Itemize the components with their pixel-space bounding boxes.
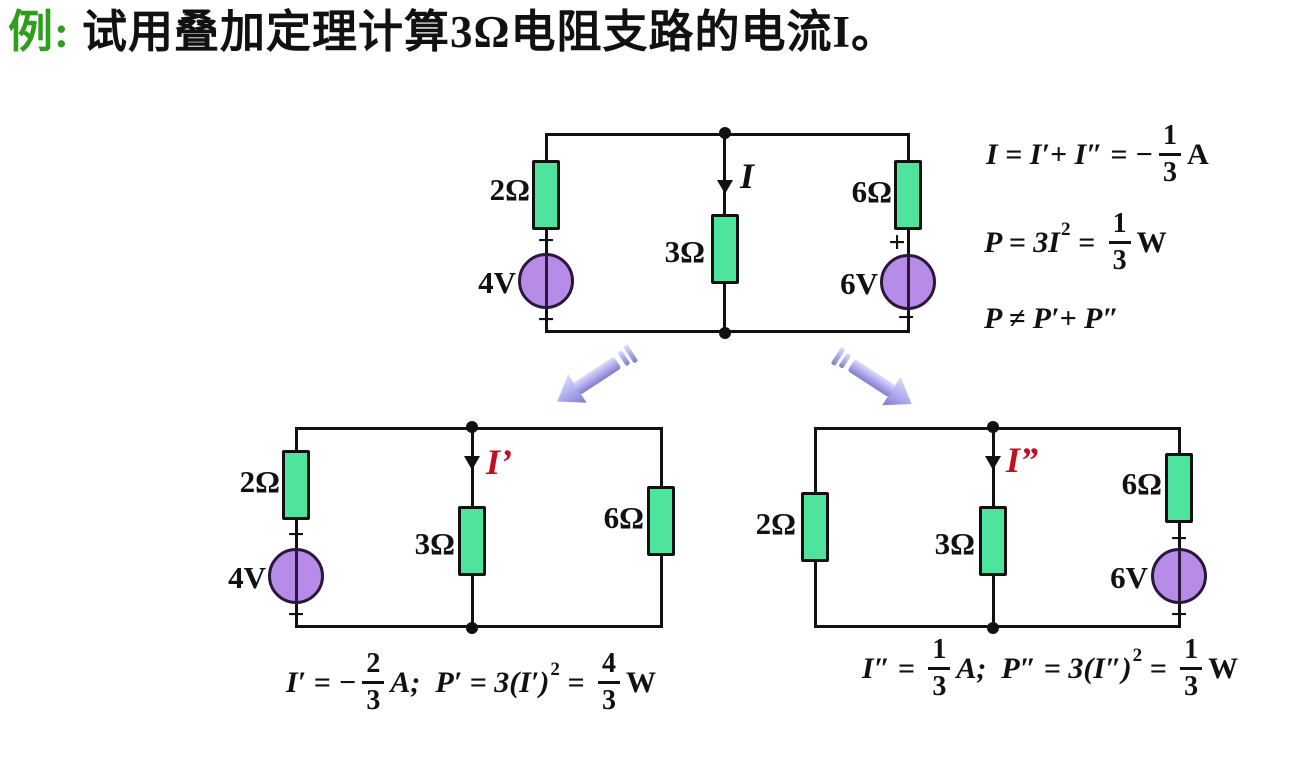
superposition-arrow-left-icon <box>557 344 638 403</box>
page-title: 例:试用叠加定理计算3Ω电阻支路的电流I。 <box>8 2 897 62</box>
polarity-plus: + <box>537 303 555 336</box>
voltage-source-6v-label: 6V <box>840 266 878 301</box>
resistor-2ohm <box>801 492 829 562</box>
junction-node <box>987 421 999 433</box>
unit-label: A <box>1187 138 1209 171</box>
polarity-minus: − <box>287 518 305 551</box>
resistor-2ohm-label: 2Ω <box>239 464 280 499</box>
current-arrow-icon <box>464 456 480 470</box>
formula-text: I = I′+ I″ = − <box>986 138 1153 171</box>
title-text: 试用叠加定理计算3Ω电阻支路的电流I。 <box>82 7 898 57</box>
source-wire-line <box>294 550 298 602</box>
formula-text: A; P′ = 3(I′) <box>390 666 550 699</box>
voltage-source-4v <box>268 548 324 604</box>
voltage-source-4v-label: 4V <box>478 265 516 300</box>
exponent: 2 <box>550 659 560 681</box>
title-example-tag: 例: <box>8 7 70 57</box>
exponent: 2 <box>1132 645 1143 667</box>
junction-node <box>719 127 731 139</box>
polarity-plus: + <box>287 598 305 631</box>
equals: = <box>1142 652 1175 685</box>
current-label-i: I <box>740 156 755 196</box>
voltage-source-6v-label: 6V <box>1110 560 1148 595</box>
formula-text: P ≠ P′+ P″ <box>984 302 1119 335</box>
resistor-2ohm-label: 2Ω <box>489 172 530 207</box>
polarity-plus: + <box>888 226 906 259</box>
source-wire-line <box>906 256 910 308</box>
resistor-6ohm-label: 6Ω <box>851 174 892 209</box>
formula-text: I′ = − <box>286 666 357 699</box>
formula-power-inequality: P ≠ P′+ P″ <box>984 302 1119 335</box>
resistor-6ohm-label: 6Ω <box>1121 466 1162 501</box>
voltage-source-6v <box>880 254 936 310</box>
formula-text: I″ = <box>862 652 923 685</box>
source-wire-line <box>544 255 548 307</box>
resistor-3ohm-label: 3Ω <box>934 526 975 561</box>
resistor-2ohm-label: 2Ω <box>755 506 796 541</box>
superposition-arrow-right-icon <box>831 347 912 406</box>
resistor-3ohm <box>711 214 739 284</box>
voltage-source-4v <box>518 253 574 309</box>
equals: = <box>1070 226 1103 259</box>
resistor-3ohm <box>979 506 1007 576</box>
source-wire-line <box>1177 550 1181 602</box>
unit-label: W <box>1136 226 1167 259</box>
polarity-minus: − <box>1170 598 1188 631</box>
current-label-i-prime: I’ <box>486 442 512 482</box>
junction-node <box>987 622 999 634</box>
exponent: 2 <box>1060 219 1071 241</box>
unit-label: W <box>1208 652 1239 685</box>
polarity-plus: + <box>1170 522 1188 555</box>
resistor-2ohm <box>532 160 560 230</box>
resistor-3ohm-label: 3Ω <box>664 234 705 269</box>
polarity-minus: − <box>537 224 555 257</box>
junction-node <box>466 622 478 634</box>
resistor-6ohm <box>1165 453 1193 523</box>
resistor-2ohm <box>282 450 310 520</box>
resistor-3ohm <box>458 506 486 576</box>
current-arrow-icon <box>985 456 1001 470</box>
current-arrow-icon <box>717 180 733 194</box>
formula-text: P = 3I <box>984 226 1060 259</box>
formula-text: A; P″ = 3(I″) <box>956 652 1132 685</box>
junction-node <box>466 421 478 433</box>
current-label-i-double-prime: I” <box>1006 440 1039 480</box>
resistor-6ohm <box>647 486 675 556</box>
resistor-3ohm-label: 3Ω <box>414 526 455 561</box>
unit-label: W <box>625 666 656 699</box>
junction-node <box>719 327 731 339</box>
voltage-source-6v <box>1151 548 1207 604</box>
resistor-6ohm-label: 6Ω <box>603 500 644 535</box>
resistor-6ohm <box>894 160 922 230</box>
polarity-minus: − <box>897 301 915 334</box>
equals: = <box>559 666 592 699</box>
voltage-source-4v-label: 4V <box>228 560 266 595</box>
